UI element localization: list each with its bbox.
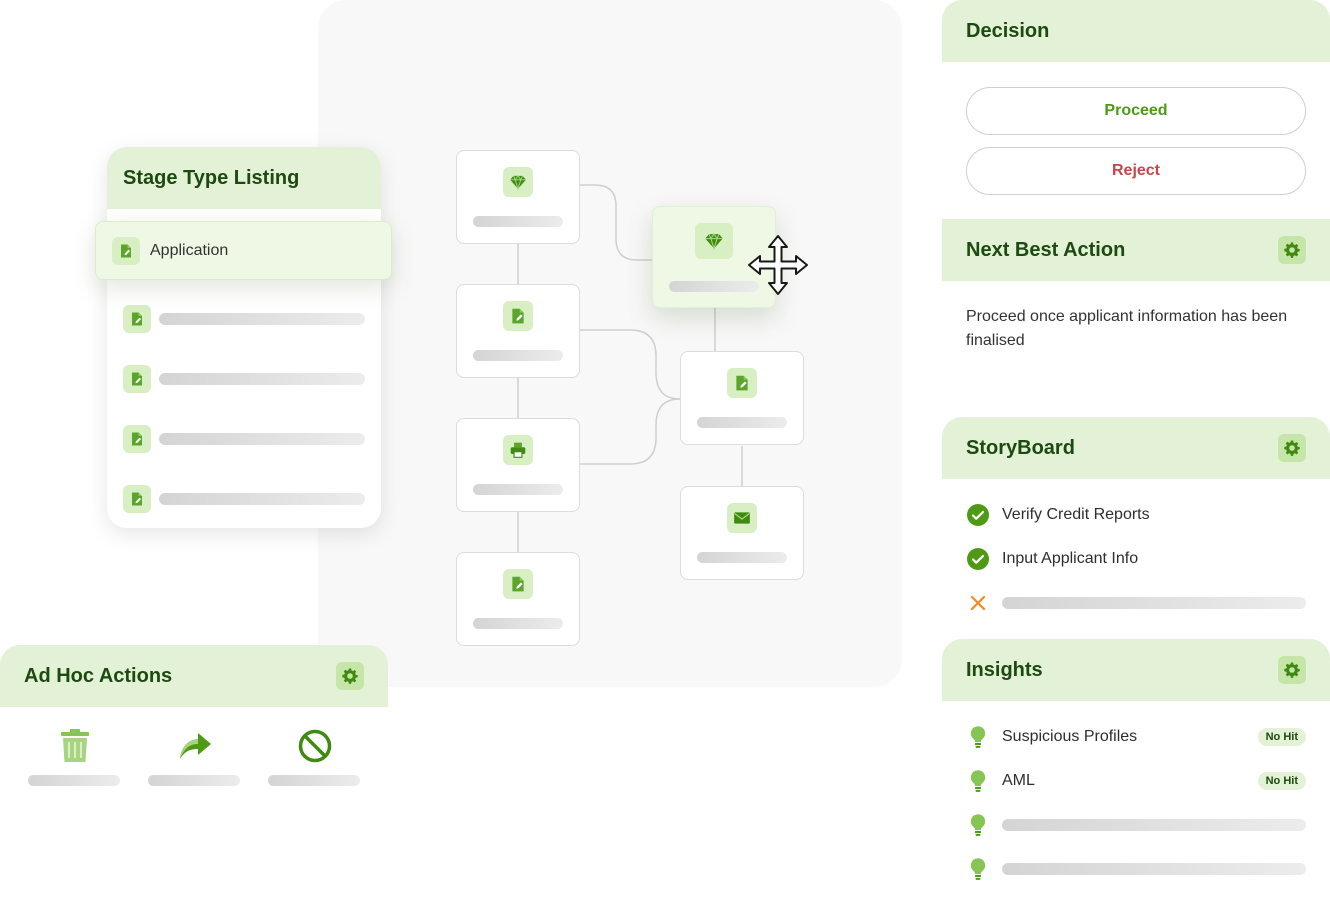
stage-type-listing-header: Stage Type Listing [107, 147, 381, 209]
document-edit-icon [123, 365, 151, 393]
node-label-placeholder [473, 350, 563, 361]
storyboard-item-label: Verify Credit Reports [1002, 506, 1150, 523]
lightbulb-icon [966, 813, 990, 837]
next-best-action-header: Next Best Action [942, 219, 1330, 281]
lightbulb-icon [966, 725, 990, 749]
list-item[interactable] [123, 485, 365, 513]
settings-button[interactable] [1278, 656, 1306, 684]
reject-button[interactable]: Reject [966, 147, 1306, 195]
document-edit-icon [727, 368, 757, 398]
settings-button[interactable] [1278, 236, 1306, 264]
stage-item-label: Application [150, 241, 229, 259]
document-edit-icon [123, 425, 151, 453]
insight-item-placeholder [1002, 863, 1306, 875]
gem-icon [695, 223, 733, 259]
flow-node-doc-2[interactable] [456, 552, 580, 646]
decision-header: Decision [942, 0, 1330, 62]
proceed-button[interactable]: Proceed [966, 87, 1306, 135]
panel-title: Stage Type Listing [123, 166, 300, 189]
flow-node-gem-1[interactable] [456, 150, 580, 244]
node-label-placeholder [669, 281, 759, 292]
trash-icon [58, 728, 92, 764]
stage-item-application-dragging[interactable]: Application [95, 221, 392, 280]
move-cursor-icon [748, 235, 808, 295]
lightbulb-icon [966, 857, 990, 881]
forward-icon [178, 728, 212, 764]
node-label-placeholder [473, 618, 563, 629]
status-badge: No Hit [1257, 728, 1306, 746]
panel-title: Next Best Action [966, 238, 1126, 261]
settings-button[interactable] [1278, 434, 1306, 462]
cross-icon [970, 595, 986, 611]
list-item[interactable] [123, 305, 365, 333]
document-edit-icon [123, 305, 151, 333]
storyboard-header: StoryBoard [942, 417, 1330, 479]
lightbulb-icon [966, 769, 990, 793]
insight-item[interactable]: Suspicious Profiles No Hit [966, 724, 1306, 750]
action-label-placeholder [28, 775, 120, 786]
insight-item-placeholder [1002, 819, 1306, 831]
status-badge: No Hit [1257, 772, 1306, 790]
gear-icon [1284, 242, 1300, 258]
ad-hoc-action-forward[interactable] [148, 728, 240, 788]
gear-icon [1284, 440, 1300, 456]
list-item-placeholder [159, 313, 365, 325]
node-label-placeholder [697, 417, 787, 428]
ad-hoc-action-block[interactable] [268, 728, 360, 788]
insights-header: Insights [942, 639, 1330, 701]
insight-item[interactable]: AML No Hit [966, 768, 1306, 794]
stage-type-listing-panel: Stage Type Listing [107, 147, 381, 528]
storyboard-item-label: Input Applicant Info [1002, 550, 1139, 567]
insight-item[interactable] [966, 812, 1306, 838]
storyboard-item[interactable]: Verify Credit Reports [966, 502, 1306, 528]
gear-icon [342, 668, 358, 684]
flow-node-doc-3[interactable] [680, 351, 804, 445]
block-icon [298, 728, 332, 764]
node-label-placeholder [473, 484, 563, 495]
workflow-canvas [318, 0, 902, 687]
node-label-placeholder [473, 216, 563, 227]
list-item-placeholder [159, 493, 365, 505]
check-circle-icon [967, 504, 989, 526]
document-edit-icon [112, 236, 140, 265]
panel-title: Decision [966, 19, 1050, 42]
settings-button[interactable] [336, 662, 364, 690]
panel-title: Insights [966, 658, 1043, 681]
list-item[interactable] [123, 425, 365, 453]
ad-hoc-action-delete[interactable] [28, 728, 120, 788]
action-label-placeholder [148, 775, 240, 786]
panel-title: Ad Hoc Actions [24, 664, 173, 687]
next-best-action-text: Proceed once applicant information has b… [966, 308, 1288, 349]
action-label-placeholder [268, 775, 360, 786]
storyboard-item[interactable] [966, 590, 1306, 616]
flow-node-doc-1[interactable] [456, 284, 580, 378]
insight-item-label: Suspicious Profiles [1002, 728, 1138, 745]
flow-node-printer[interactable] [456, 418, 580, 512]
list-item[interactable] [123, 365, 365, 393]
ad-hoc-actions-header: Ad Hoc Actions [0, 645, 388, 707]
mail-icon [727, 503, 757, 533]
document-edit-icon [503, 301, 533, 331]
document-edit-icon [503, 569, 533, 599]
check-circle-icon [967, 548, 989, 570]
gem-icon [503, 167, 533, 197]
node-label-placeholder [697, 552, 787, 563]
storyboard-item[interactable]: Input Applicant Info [966, 546, 1306, 572]
storyboard-item-placeholder [1002, 597, 1306, 609]
list-item-placeholder [159, 373, 365, 385]
printer-icon [503, 435, 533, 465]
gear-icon [1284, 662, 1300, 678]
flow-node-gem-dragging[interactable] [652, 206, 776, 308]
flow-node-mail[interactable] [680, 486, 804, 580]
document-edit-icon [123, 485, 151, 513]
list-item-placeholder [159, 433, 365, 445]
panel-title: StoryBoard [966, 436, 1075, 459]
insight-item-label: AML [1002, 772, 1035, 789]
insight-item[interactable] [966, 856, 1306, 882]
